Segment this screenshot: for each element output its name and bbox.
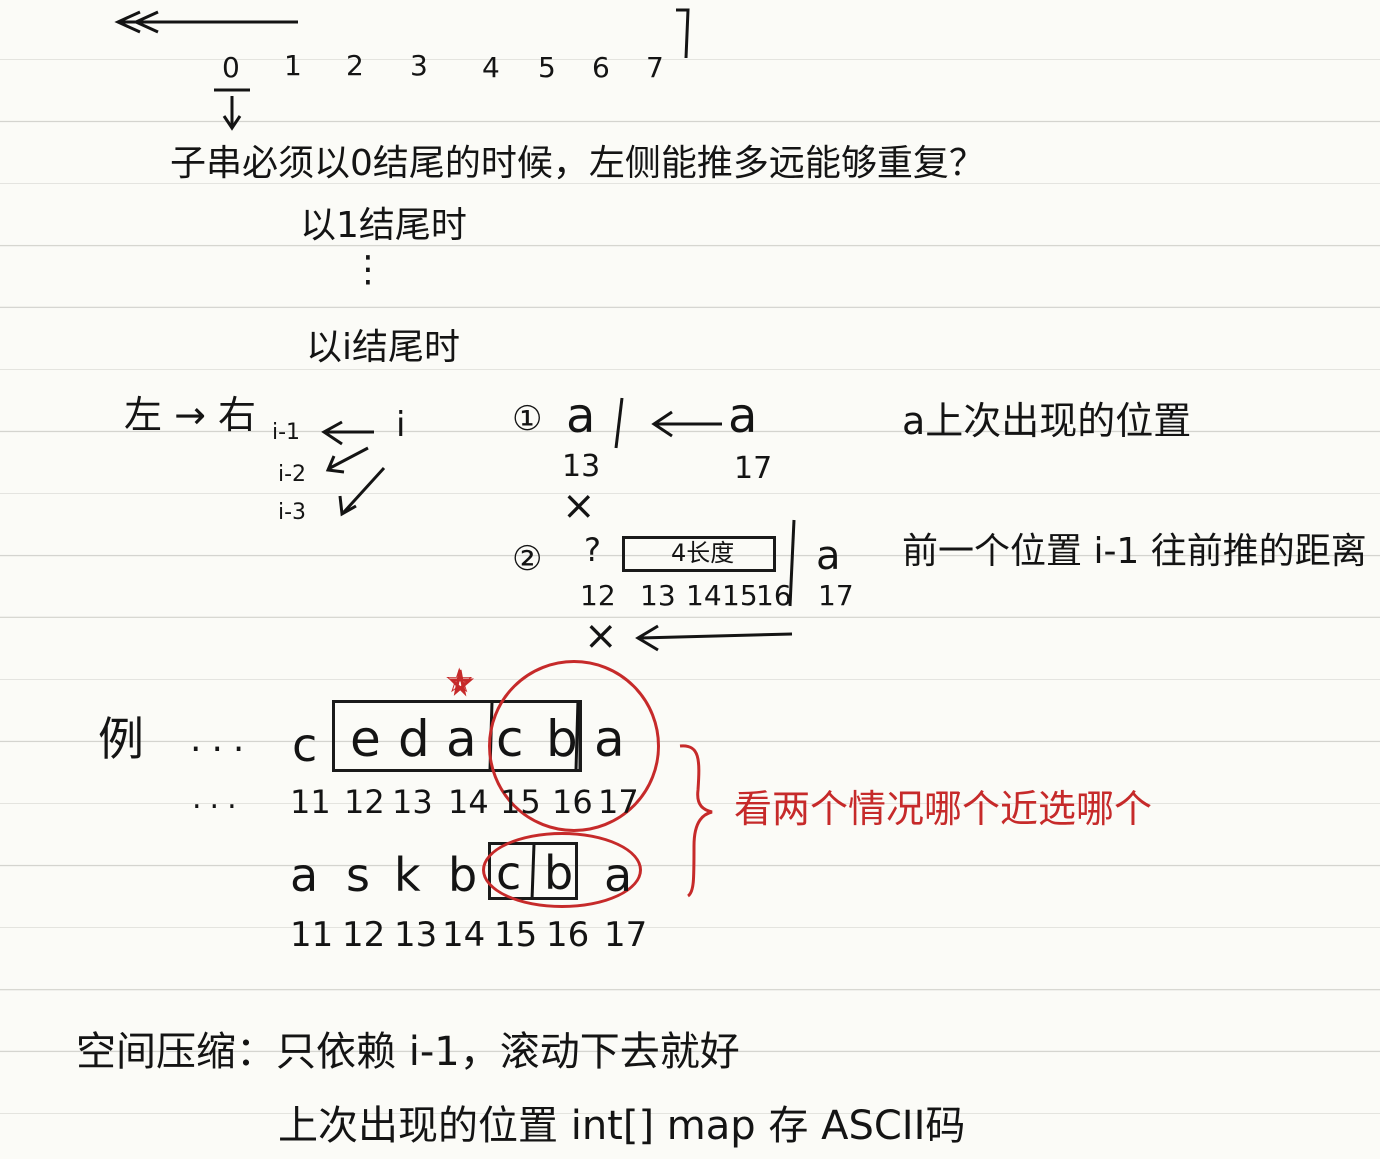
case2-num-14: 14 <box>686 579 722 612</box>
row2-num-12: 12 <box>342 915 386 955</box>
row1-letter-a-end: a <box>594 710 625 768</box>
left-to-right-text: 左 → 右 <box>124 393 256 437</box>
row1-letter-b: b <box>546 710 578 768</box>
case2-arrow <box>635 624 793 652</box>
example-row1-dots: ... <box>190 719 255 760</box>
case2-num-16: 16 <box>756 579 792 612</box>
case1-num-left: 13 <box>562 449 601 484</box>
red-star: ☆ <box>444 661 475 701</box>
case1-circle-number: ① <box>512 399 543 439</box>
row2-num-15: 15 <box>494 915 538 955</box>
row1-num-dots: ... <box>192 781 245 816</box>
row1-letter-d: d <box>398 710 430 768</box>
case1-a-right: a <box>728 388 758 444</box>
case2-num-12: 12 <box>580 579 616 612</box>
row2-num-16: 16 <box>546 915 590 955</box>
example-label: 例 <box>98 712 144 766</box>
case2-num-13: 13 <box>640 579 676 612</box>
top-number-4: 4 <box>482 51 500 84</box>
row2-num-17: 17 <box>604 915 648 955</box>
case2-box-label: 4长度 <box>671 539 735 567</box>
top-number-6: 6 <box>592 51 610 84</box>
top-number-7: 7 <box>646 51 664 84</box>
top-number-5: 5 <box>538 51 556 84</box>
row2-letter-c: c <box>496 846 522 900</box>
case1-a-left: a <box>566 388 596 444</box>
row1-num-16: 16 <box>552 783 593 821</box>
example-row1-red-circle <box>488 660 660 832</box>
top-number-0: 0 <box>222 51 240 84</box>
space-compression-text: 空间压缩：只依赖 i-1，滚动下去就好 <box>76 1029 740 1075</box>
arrow-i-to-i1 <box>321 420 374 446</box>
example-red-note: 看两个情况哪个近选哪个 <box>734 787 1153 831</box>
row2-letter-b: b <box>448 848 478 902</box>
row2-letter-s: s <box>346 848 370 902</box>
end-at-i-text: 以i结尾时 <box>306 327 461 368</box>
top-bracket <box>676 8 690 59</box>
case2-divider <box>788 519 796 607</box>
row2-num-11: 11 <box>290 915 334 955</box>
row1-letter-a: a <box>446 710 477 768</box>
arrow-i-to-i2 <box>325 446 369 474</box>
row2-num-13: 13 <box>394 915 438 955</box>
example-row2-red-circle <box>482 832 642 908</box>
row2-letter-b2: b <box>544 846 574 900</box>
case2-a: a <box>816 533 841 579</box>
index-i-minus-2: i-2 <box>278 462 307 487</box>
case2-question-mark: ? <box>584 531 601 569</box>
row2-letter-a-end: a <box>604 848 633 902</box>
row2-letter-k: k <box>394 848 421 902</box>
index-i: i <box>396 405 406 445</box>
index-i-minus-1: i-1 <box>272 420 301 445</box>
red-star-mark <box>448 669 475 697</box>
row2-letter-a: a <box>290 848 319 902</box>
case2-length-box: 4长度 <box>622 536 776 572</box>
row1-num-15: 15 <box>500 783 541 821</box>
vertical-dots: ⋮ <box>350 249 386 290</box>
row1-num-12: 12 <box>344 783 385 821</box>
row2-num-14: 14 <box>442 915 486 955</box>
case2-cross: × <box>584 613 618 659</box>
top-number-3: 3 <box>410 49 428 82</box>
row1-num-11: 11 <box>290 783 331 821</box>
end-at-1-text: 以1结尾时 <box>300 205 467 246</box>
row1-num-17: 17 <box>598 783 639 821</box>
row1-letter-c: c <box>496 710 524 768</box>
case2-note: 前一个位置 i-1 往前推的距离 <box>902 531 1367 572</box>
case1-divider <box>614 397 624 449</box>
case2-num-15: 15 <box>722 579 758 612</box>
case2-circle-number: ② <box>512 539 543 579</box>
arrow-i-to-i3 <box>338 466 386 517</box>
case1-note: a上次出现的位置 <box>902 399 1192 443</box>
row1-letter-c0: c <box>292 718 318 772</box>
row1-num-13: 13 <box>392 783 433 821</box>
red-brace <box>679 744 713 898</box>
top-left-arrow <box>114 10 298 34</box>
question-text: 子串必须以0结尾的时候，左侧能推多远能够重复？ <box>170 143 985 184</box>
row1-num-14: 14 <box>448 783 489 821</box>
last-position-text: 上次出现的位置 int[] map 存 ASCII码 <box>278 1103 966 1149</box>
case1-cross: × <box>562 483 596 529</box>
index-i-minus-3: i-3 <box>278 500 307 525</box>
case2-num-17: 17 <box>818 579 854 612</box>
case1-arrow <box>651 410 722 438</box>
row1-letter-e: e <box>350 710 381 768</box>
zero-down-arrow <box>222 96 242 131</box>
case1-num-right: 17 <box>734 451 773 486</box>
top-number-2: 2 <box>346 49 364 82</box>
top-number-1: 1 <box>284 49 302 82</box>
